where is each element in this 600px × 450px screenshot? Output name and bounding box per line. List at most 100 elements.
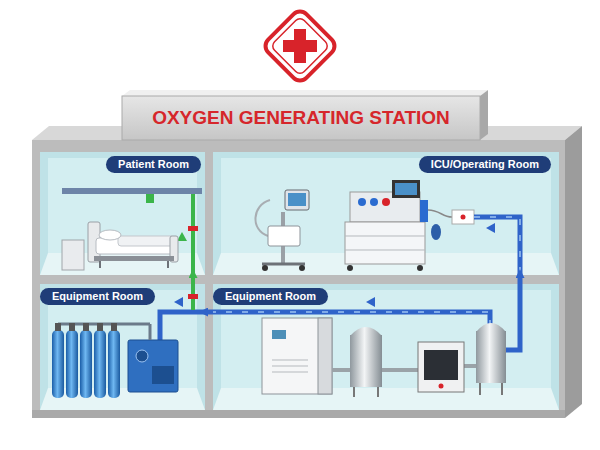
air-tank-part [377, 387, 379, 397]
hospital-bed-part [62, 240, 84, 270]
air-dryer-part [418, 342, 464, 392]
pipe-connector [518, 275, 523, 284]
booster-compressor [128, 324, 178, 392]
oxygen-generator-part [272, 366, 308, 367]
oxygen-cylinders-part [80, 330, 92, 398]
red-cross-emblem [262, 8, 338, 84]
anesthesia-machine-part [392, 180, 420, 198]
blue-oxygen-pipe [160, 217, 520, 350]
room-label: ICU/Operating Room [419, 156, 551, 173]
booster-compressor-part [152, 366, 174, 384]
oxygen-tank [476, 323, 506, 395]
hospital-bed [62, 222, 178, 270]
room: ICU/Operating Room [213, 152, 559, 275]
oxygen-cylinders-part [69, 323, 75, 331]
anesthesia-machine-part [345, 250, 425, 251]
ventilator-part [285, 190, 309, 210]
room-interiors-part [213, 152, 559, 275]
oxygen-tank-part [476, 323, 506, 332]
room-label: Patient Room [106, 156, 201, 173]
air-tank-part [353, 387, 355, 397]
blue-oxygen-pipe-part [505, 284, 520, 350]
building-shell-part [32, 140, 565, 418]
air-tank-part [350, 327, 382, 336]
air-dryer-part [424, 350, 458, 380]
anesthesia-machine-part [417, 265, 423, 271]
pipe-connector [191, 275, 195, 284]
red-cross-emblem-part [270, 16, 329, 75]
room-label: Equipment Room [213, 288, 328, 305]
anesthesia-machine-part [382, 198, 390, 206]
room-label: Equipment Room [40, 288, 155, 305]
blue-oxygen-pipe-part [486, 223, 495, 233]
hospital-bed-part [99, 230, 121, 240]
blue-oxygen-pipe-part [474, 217, 520, 275]
room-interiors-part [40, 152, 205, 275]
oxygen-cylinders-part [52, 330, 64, 398]
building-shell-part [565, 126, 582, 418]
oxygen-generator-part [272, 360, 308, 361]
anesthesia-machine-part [345, 222, 425, 264]
anesthesia-machine-part [345, 236, 425, 237]
green-oxygen-pipe [177, 194, 198, 275]
blue-oxygen-pipe-part [213, 312, 490, 326]
hospital-bed-part [118, 236, 174, 246]
green-oxygen-pipe-part [191, 194, 195, 275]
sign-board-part [122, 90, 488, 96]
room: Equipment Room [213, 284, 559, 410]
air-tank [350, 327, 382, 397]
wall-outlet [452, 210, 474, 224]
hospital-bed-part [99, 261, 101, 268]
wall-outlet-part [461, 215, 466, 220]
wall-outlet-part [452, 210, 474, 224]
room-interiors-part [213, 284, 559, 410]
anesthesia-machine-part [358, 198, 366, 206]
anesthesia-machine-part [347, 265, 353, 271]
anesthesia-machine-part [428, 210, 452, 217]
oxygen-generator-part [318, 318, 332, 394]
air-dryer-part [439, 384, 444, 389]
booster-compressor-part [136, 350, 148, 362]
sign-board-part [122, 96, 480, 140]
room: Equipment Room [40, 284, 205, 410]
anesthesia-machine-part [420, 200, 428, 222]
blue-oxygen-pipe-part [474, 217, 520, 275]
blue-oxygen-pipe-part [160, 312, 205, 340]
red-cross-emblem-part [283, 40, 317, 52]
air-tank-part [350, 335, 382, 387]
building-shell [32, 126, 582, 418]
air-dryer [418, 342, 464, 392]
building: Patient Room ICU/Operating RoomEquipment … [32, 140, 565, 418]
room-interiors-part [40, 284, 205, 410]
headwall-rail-part [62, 188, 202, 194]
headwall-rail [62, 188, 202, 203]
oxygen-cylinders-part [83, 323, 89, 331]
oxygen-cylinders-part [111, 323, 117, 331]
anesthesia-machine-part [370, 198, 378, 206]
oxygen-generator-part [272, 372, 308, 373]
green-oxygen-pipe-part [188, 226, 198, 231]
headwall-rail-part [146, 194, 154, 203]
ventilator-part [262, 263, 305, 266]
ventilator-part [268, 226, 300, 246]
ventilator [255, 190, 309, 271]
oxygen-generator-part [272, 330, 286, 339]
oxygen-generator-part [262, 318, 332, 394]
oxygen-tank-part [501, 383, 503, 395]
booster-compressor-part [149, 324, 152, 340]
anesthesia-machine-part [431, 224, 441, 240]
ventilator-part [288, 193, 306, 206]
red-cross-emblem-part [262, 8, 338, 84]
ventilator-part [262, 265, 268, 271]
oxygen-generator [262, 318, 332, 394]
ventilator-part [299, 265, 305, 271]
room-interiors-part [40, 388, 205, 410]
hospital-bed-part [167, 261, 169, 268]
oxygen-tank-part [479, 383, 481, 395]
blue-oxygen-pipe-part [366, 297, 375, 307]
building-shell-part [32, 410, 565, 418]
